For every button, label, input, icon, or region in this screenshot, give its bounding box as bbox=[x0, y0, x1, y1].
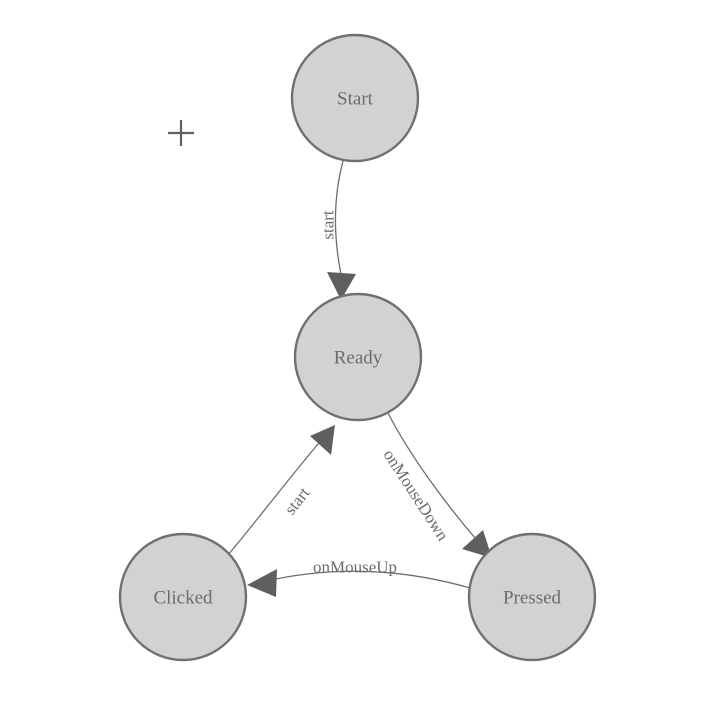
node-label-ready: Ready bbox=[334, 348, 383, 369]
edge-label-clicked-to-ready: start bbox=[281, 483, 314, 518]
node-shape[interactable] bbox=[290, 33, 420, 163]
crosshair-cursor-icon bbox=[168, 120, 194, 146]
edge-clicked-to-ready[interactable]: start bbox=[227, 425, 335, 556]
edge-pressed-to-clicked[interactable]: onMouseUp bbox=[247, 558, 471, 598]
node-shape[interactable] bbox=[293, 292, 423, 422]
edge-path bbox=[387, 412, 482, 546]
edge-label-start-to-ready: start bbox=[319, 210, 338, 240]
arrowhead-icon bbox=[310, 425, 335, 455]
state-node-pressed[interactable]: Pressed bbox=[467, 532, 597, 662]
node-label-start: Start bbox=[337, 89, 374, 110]
edge-start-to-ready[interactable]: start bbox=[319, 160, 357, 300]
state-node-start[interactable]: Start bbox=[290, 33, 420, 163]
arrowhead-icon bbox=[327, 272, 356, 300]
node-label-clicked: Clicked bbox=[153, 588, 213, 609]
arrowhead-icon bbox=[462, 530, 492, 558]
state-node-ready[interactable]: Ready bbox=[293, 292, 423, 422]
edge-path bbox=[227, 436, 325, 556]
node-shape[interactable] bbox=[118, 532, 248, 662]
node-shape[interactable] bbox=[467, 532, 597, 662]
node-label-pressed: Pressed bbox=[503, 588, 562, 609]
state-node-clicked[interactable]: Clicked bbox=[118, 532, 248, 662]
edge-path bbox=[261, 570, 471, 589]
nodes-layer: Start Ready Clicked Pressed bbox=[118, 33, 597, 662]
arrowhead-icon bbox=[247, 569, 277, 597]
edge-ready-to-pressed[interactable]: onMouseDown bbox=[379, 412, 492, 558]
edge-label-on-mouse-up: onMouseUp bbox=[313, 558, 397, 577]
